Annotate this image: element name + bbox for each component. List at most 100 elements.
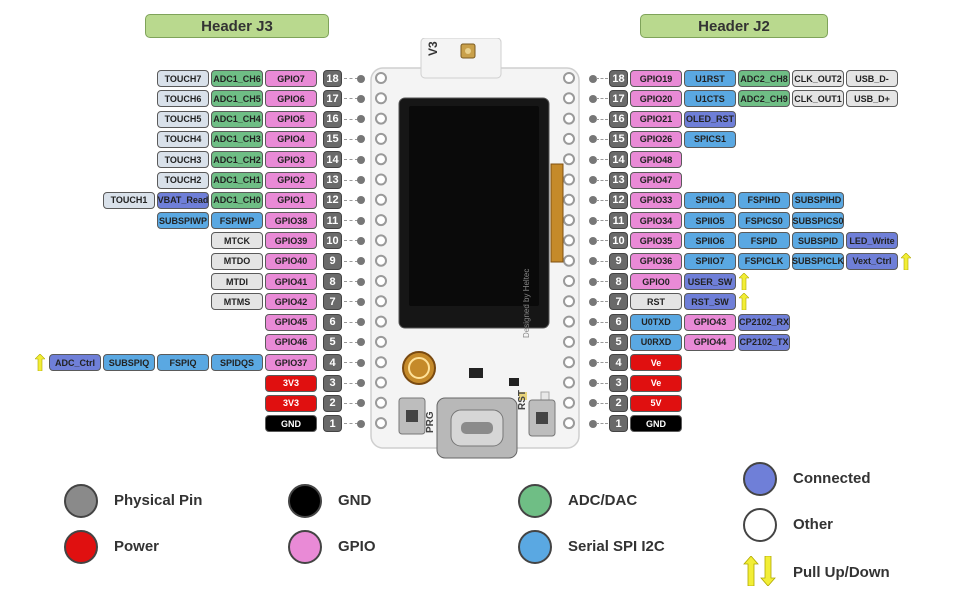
left-pin-label: SPIDQS	[211, 354, 263, 372]
right-pin-label: CP2102_TX	[738, 333, 790, 351]
right-pin-label: LED_Write	[846, 232, 898, 250]
right-pin-number: 6	[609, 313, 628, 331]
left-pin-label: TOUCH6	[157, 90, 209, 108]
left-pin-label: 3V3	[265, 374, 317, 392]
right-pin-label: FSPICS0	[738, 212, 790, 230]
right-pin-label: GPIO43	[684, 313, 736, 331]
right-pin-dot	[589, 135, 597, 144]
right-header-hole	[563, 173, 575, 186]
left-header-hole	[375, 275, 387, 287]
right-pin-label: CLK_OUT1	[792, 90, 844, 108]
left-pin-number: 11	[323, 212, 342, 230]
right-pin-label: GPIO36	[630, 252, 682, 270]
left-pin-label: GPIO6	[265, 90, 317, 108]
left-header-hole	[375, 356, 387, 369]
right-header-hole	[563, 396, 575, 409]
right-pin-dot	[589, 419, 597, 428]
left-header-hole	[375, 396, 387, 409]
left-pin-number: 12	[323, 191, 342, 209]
left-header-hole	[375, 234, 387, 247]
right-pin-label: GPIO35	[630, 232, 682, 250]
right-pin-label: SPIIO5	[684, 212, 736, 230]
left-pin-lead	[344, 260, 358, 262]
right-pin-label: SUBSPICS0	[792, 212, 844, 230]
right-header-hole	[563, 335, 575, 348]
left-pin-label: GPIO42	[265, 293, 317, 311]
right-pin-number: 11	[609, 212, 628, 230]
left-pin-label: ADC1_CH5	[211, 90, 263, 108]
right-pin-number: 3	[609, 374, 628, 392]
left-pin-lead	[344, 382, 358, 384]
left-pin-number: 18	[323, 70, 342, 87]
legend-swatch-other	[743, 508, 777, 542]
right-pin-label: U0TXD	[630, 313, 682, 331]
right-pin-dot	[589, 155, 597, 164]
right-pin-dot	[589, 236, 597, 245]
right-pin-dot	[589, 257, 597, 266]
right-pin-lead	[596, 362, 608, 364]
right-pin-dot	[589, 176, 597, 184]
right-pin-label: FSPIHD	[738, 191, 790, 209]
right-pin-dot	[589, 358, 597, 367]
left-pin-label: TOUCH5	[157, 110, 209, 128]
right-pin-number: 8	[609, 273, 628, 290]
right-pin-lead	[596, 220, 608, 222]
right-pin-label: U1RST	[684, 70, 736, 87]
left-pin-dot	[357, 257, 365, 266]
right-pin-label: 5V	[630, 394, 682, 412]
right-pull-updown-icon	[739, 273, 749, 290]
legend-label: GND	[338, 492, 372, 509]
left-header-hole	[375, 335, 387, 348]
left-pin-label: SUBSPIWP	[157, 212, 209, 230]
left-pin-lead	[344, 301, 358, 303]
right-pin-dot	[589, 196, 597, 205]
left-pin-label: ADC_Ctrl	[49, 354, 101, 372]
left-pin-dot	[357, 277, 365, 286]
legend-swatch-gpio	[288, 530, 322, 564]
left-pin-number: 17	[323, 90, 342, 108]
right-pin-label: ADC2_CH8	[738, 70, 790, 87]
left-pin-label: MTDI	[211, 273, 263, 290]
left-pin-label: GPIO45	[265, 313, 317, 331]
right-pin-label: GPIO21	[630, 110, 682, 128]
left-pin-dot	[357, 94, 365, 103]
right-pin-number: 7	[609, 293, 628, 311]
left-pin-label: MTCK	[211, 232, 263, 250]
right-header-hole	[563, 356, 575, 369]
left-pin-lead	[344, 220, 358, 222]
right-pin-lead	[596, 199, 608, 201]
right-pin-lead	[596, 301, 608, 303]
right-pin-label: USB_D-	[846, 70, 898, 87]
left-pin-lead	[344, 98, 358, 100]
left-pin-dot	[357, 297, 365, 306]
left-pin-label: GND	[265, 415, 317, 433]
left-pin-dot	[357, 74, 365, 83]
right-pin-lead	[596, 382, 608, 384]
legend-swatch-physical	[64, 484, 98, 518]
left-pin-lead	[344, 138, 358, 140]
dev-board-image: V3 Designed by Heltec PRG RST	[370, 38, 580, 459]
left-pin-number: 1	[323, 415, 342, 433]
right-header-hole	[563, 315, 575, 328]
left-pin-dot	[357, 135, 365, 144]
left-pin-label: GPIO5	[265, 110, 317, 128]
right-header-hole	[563, 376, 575, 389]
left-header-hole	[375, 173, 387, 186]
right-pin-lead	[596, 341, 608, 343]
right-header-hole	[563, 275, 575, 287]
inductor	[402, 351, 436, 385]
legend-label: Physical Pin	[114, 492, 203, 509]
left-header-hole	[375, 417, 387, 430]
right-pin-dot	[589, 216, 597, 225]
left-pin-lead	[344, 240, 358, 242]
left-pin-lead	[344, 199, 358, 201]
right-header-hole	[563, 153, 575, 166]
right-pin-label: USB_D+	[846, 90, 898, 108]
right-pin-number: 12	[609, 191, 628, 209]
right-pin-number: 1	[609, 415, 628, 433]
right-pin-label: GPIO44	[684, 333, 736, 351]
right-pin-lead	[596, 98, 608, 100]
left-header-hole	[375, 132, 387, 145]
rst-silk-label: RST	[517, 390, 528, 410]
left-pin-label: ADC1_CH6	[211, 70, 263, 87]
